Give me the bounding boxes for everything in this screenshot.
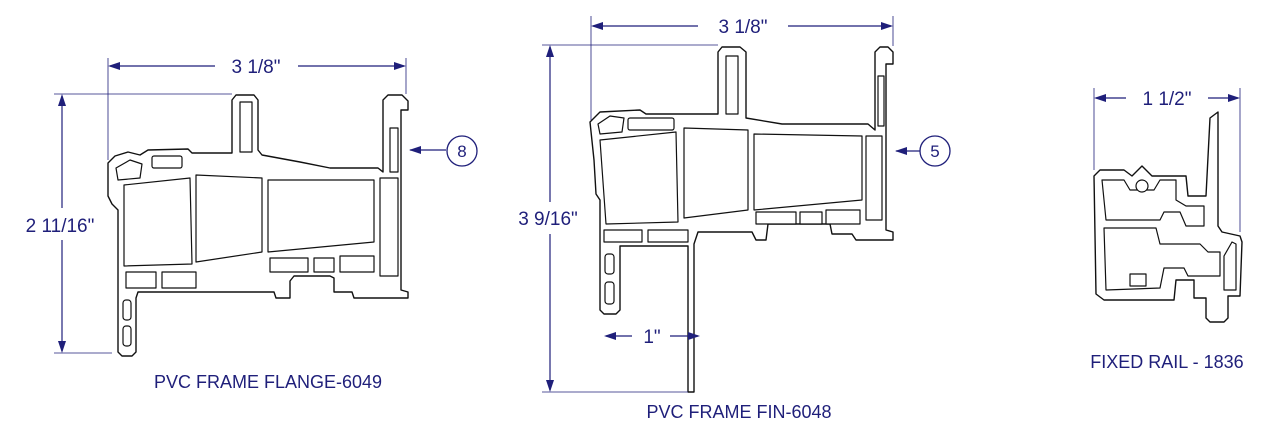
flange-6049-width-label: 3 1/8": [231, 57, 280, 78]
rail-1836-clip: [1223, 241, 1237, 291]
flange-6049-callout-label: 8: [457, 142, 466, 161]
flange-6049-chamber-4: [379, 177, 399, 277]
fin-6048-caption: PVC FRAME FIN-6048: [646, 402, 831, 422]
rail-1836-bead: [1135, 179, 1149, 193]
fin-6048-width-label: 3 1/8": [718, 17, 767, 38]
fin-6048-chamber-3: [753, 133, 863, 211]
fin-6048-cell-4: [799, 211, 823, 225]
fin-6048-chamber-4: [865, 135, 883, 221]
fin-6048-height-label: 3 9/16": [518, 209, 578, 230]
fin-6048-cell-5: [825, 209, 861, 225]
profile-fin-6048: 3 1/8" 3 9/16" 1" 5 PVC FRAME FIN-6048: [518, 16, 951, 422]
flange-6049-chamber-2: [195, 174, 263, 263]
rail-1836-width-label: 1 1/2": [1142, 89, 1191, 110]
flange-6049-cell-5: [339, 255, 375, 273]
fin-6048-lip: [877, 75, 885, 127]
flange-6049-chamber-1: [123, 177, 193, 267]
profile-fixed-rail-1836: 1 1/2" FIXED RAIL - 1836: [1090, 88, 1244, 372]
rail-1836-cell: [1129, 273, 1147, 287]
flange-6049-caption: PVC FRAME FLANGE-6049: [154, 372, 382, 392]
flange-6049-chamber-3: [267, 179, 375, 253]
fin-6048-cell-1: [603, 229, 643, 243]
profile-flange-6049: 3 1/8" 2 11/16" 8 PVC FRAME FLANGE-6049: [26, 57, 478, 392]
flange-6049-cell-1: [125, 271, 157, 289]
flange-6049-cell-4: [313, 257, 335, 273]
flange-6049-corner: [115, 159, 143, 181]
flange-6049-stem: [239, 101, 253, 153]
fin-6048-chamber-1: [599, 131, 679, 225]
flange-6049-cell-3: [269, 257, 309, 273]
rail-1836-caption: FIXED RAIL - 1836: [1090, 352, 1243, 372]
fin-6048-cell-3: [755, 211, 797, 225]
fin-6048-corner: [597, 115, 625, 135]
fin-6048-stem: [725, 55, 739, 115]
fin-6048-cell-2: [647, 229, 689, 243]
flange-6049-lip: [389, 127, 399, 173]
fin-6048-chamber-2: [683, 127, 749, 219]
flange-6049-bead: [151, 155, 183, 169]
fin-6048-callout-circle: [919, 135, 951, 167]
flange-6049-height-label: 2 11/16": [26, 216, 95, 237]
fin-6048-slot-2: [604, 281, 615, 305]
fin-6048-bead: [627, 117, 675, 131]
flange-6049-slot-2: [122, 325, 132, 347]
flange-6049-callout-circle: [446, 135, 478, 167]
flange-6049-cell-2: [161, 271, 197, 289]
fin-6048-callout-label: 5: [930, 142, 939, 161]
fin-6048-slot-1: [604, 253, 615, 275]
flange-6049-slot-1: [122, 299, 132, 321]
fin-6048-fin-label: 1": [643, 327, 660, 348]
